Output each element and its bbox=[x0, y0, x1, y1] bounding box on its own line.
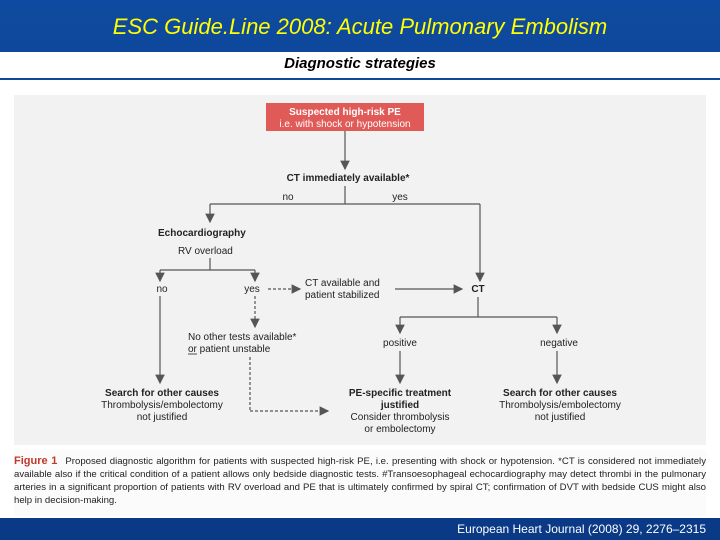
start-label: Suspected high-risk PE bbox=[289, 107, 401, 118]
caption-area bbox=[14, 450, 706, 516]
ct-available-sublabel: patient stabilized bbox=[305, 290, 380, 301]
subtitle-bar bbox=[0, 52, 720, 78]
mid-result-line3: Consider thrombolysis bbox=[351, 412, 450, 423]
start-sublabel: i.e. with shock or hypotension bbox=[279, 119, 410, 130]
left-result-line2: Thrombolysis/embolectomy bbox=[101, 400, 223, 411]
echo-label: Echocardiography bbox=[158, 228, 246, 239]
rv-no-label: no bbox=[156, 284, 168, 295]
mid-result-line2: justified bbox=[380, 400, 419, 411]
figure-label: Figure 1 bbox=[14, 455, 58, 467]
no-tests-label: No other tests available* bbox=[188, 332, 297, 343]
rv-yes-label: yes bbox=[244, 284, 260, 295]
ct-node-label: CT bbox=[471, 284, 484, 295]
slide-title: ESC Guide.Line 2008: Acute Pulmonary Emb… bbox=[112, 14, 608, 39]
left-result-title: Search for other causes bbox=[105, 388, 219, 399]
start-box bbox=[266, 103, 424, 131]
ct-available-label: CT available and bbox=[305, 278, 380, 289]
positive-label: positive bbox=[383, 338, 417, 349]
mid-result-line4: or embolectomy bbox=[364, 424, 435, 435]
no-tests-sublabel: or patient unstable bbox=[188, 344, 271, 355]
right-result-line3: not justified bbox=[535, 412, 586, 423]
ct-yes-label: yes bbox=[392, 192, 408, 203]
rv-overload-label: RV overload bbox=[178, 246, 233, 257]
negative-label: negative bbox=[540, 338, 578, 349]
left-result-line3: not justified bbox=[137, 412, 188, 423]
ct-no-label: no bbox=[282, 192, 294, 203]
slide-subtitle: Diagnostic strategies bbox=[284, 55, 436, 72]
right-result-title: Search for other causes bbox=[503, 388, 617, 399]
figure-inner bbox=[14, 95, 706, 445]
caption-text: Proposed diagnostic algorithm for patien… bbox=[14, 456, 706, 506]
ct-question-label: CT immediately available* bbox=[287, 173, 410, 184]
right-result-line2: Thrombolysis/embolectomy bbox=[499, 400, 621, 411]
citation-footer: European Heart Journal (2008) 29, 2276–2… bbox=[457, 522, 706, 536]
mid-result-title: PE-specific treatment bbox=[349, 388, 452, 399]
